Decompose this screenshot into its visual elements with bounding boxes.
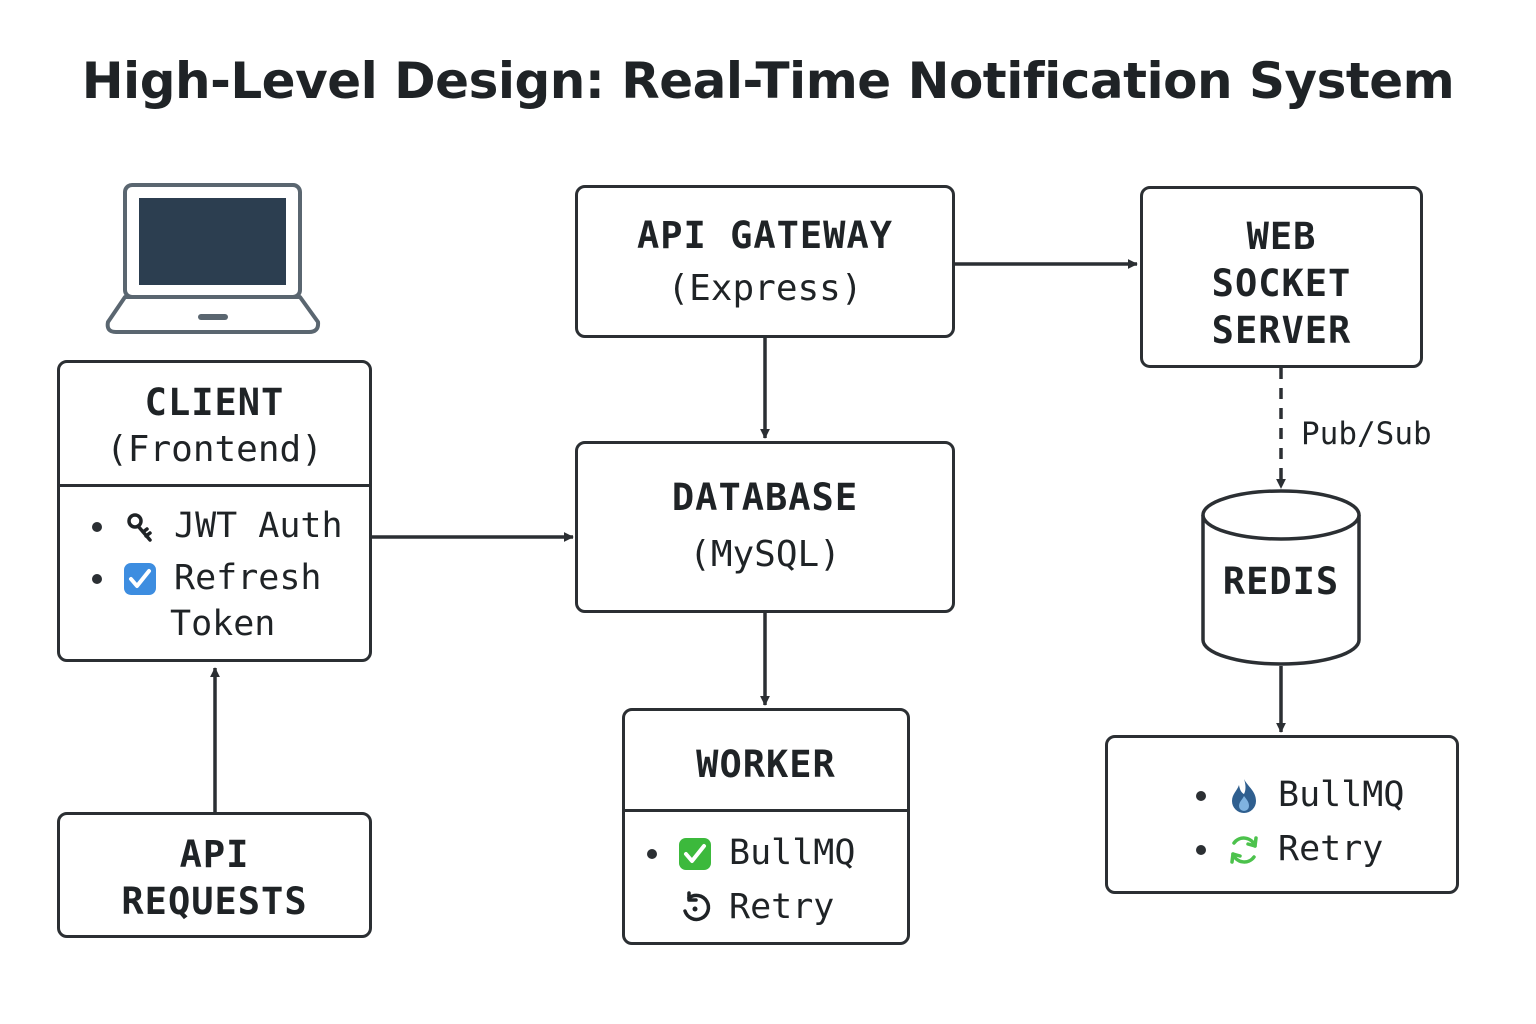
retry-icon bbox=[677, 890, 713, 926]
refresh-icon bbox=[1226, 832, 1262, 868]
bullet bbox=[1196, 790, 1206, 801]
api-gateway-box: API GATEWAY (Express) bbox=[575, 185, 955, 338]
client-box: CLIENT (Frontend) JWT Auth Refresh bbox=[57, 360, 372, 662]
client-item-label: JWT Auth bbox=[174, 506, 343, 546]
key-icon bbox=[122, 509, 158, 545]
database-box: DATABASE (MySQL) bbox=[575, 441, 955, 613]
client-subheading: (Frontend) bbox=[106, 429, 323, 470]
worker-box: WORKER BullMQ Retry bbox=[622, 708, 910, 945]
api-requests-line2: REQUESTS bbox=[121, 880, 308, 923]
client-item-label-cont: Token bbox=[170, 604, 276, 644]
pubsub-label: Pub/Sub bbox=[1301, 416, 1432, 452]
queue-item-label: BullMQ bbox=[1278, 775, 1405, 815]
redis-cylinder bbox=[1201, 489, 1361, 666]
database-heading: DATABASE bbox=[671, 476, 859, 519]
database-header: DATABASE (MySQL) bbox=[578, 474, 952, 578]
database-subheading: (MySQL) bbox=[689, 534, 841, 575]
worker-item-label: BullMQ bbox=[729, 833, 856, 873]
api-gateway-header: API GATEWAY (Express) bbox=[578, 212, 952, 312]
client-heading: CLIENT bbox=[144, 381, 285, 424]
api-gateway-subheading: (Express) bbox=[667, 268, 863, 309]
worker-item-label: Retry bbox=[729, 887, 835, 927]
websocket-line1: WEB bbox=[1246, 215, 1317, 258]
websocket-header: WEB SOCKET SERVER bbox=[1143, 213, 1420, 354]
queue-item-label: Retry bbox=[1278, 829, 1384, 869]
redis-label: REDIS bbox=[1222, 560, 1340, 603]
laptop-icon bbox=[105, 183, 321, 334]
bullet bbox=[92, 521, 102, 532]
client-item-jwt: JWT Auth bbox=[92, 504, 343, 549]
api-requests-box: API REQUESTS bbox=[57, 812, 372, 938]
api-requests-line1: API bbox=[179, 833, 250, 876]
flame-icon bbox=[1226, 778, 1262, 814]
api-gateway-heading: API GATEWAY bbox=[636, 214, 894, 257]
websocket-line2: SOCKET bbox=[1211, 262, 1352, 305]
worker-heading: WORKER bbox=[696, 743, 836, 786]
checkmark-icon bbox=[677, 836, 713, 872]
client-item-label: Refresh bbox=[174, 558, 322, 598]
queue-item-retry: Retry bbox=[1196, 827, 1383, 872]
queue-box: BullMQ Retry bbox=[1105, 735, 1459, 894]
client-divider bbox=[60, 484, 369, 487]
client-header: CLIENT (Frontend) bbox=[60, 379, 369, 473]
worker-divider bbox=[625, 809, 907, 812]
worker-item-retry: Retry bbox=[677, 885, 834, 930]
websocket-server-box: WEB SOCKET SERVER bbox=[1140, 186, 1423, 368]
queue-item-bullmq: BullMQ bbox=[1196, 773, 1404, 818]
bullet bbox=[1196, 844, 1206, 855]
bullet bbox=[647, 848, 657, 859]
websocket-line3: SERVER bbox=[1211, 309, 1352, 352]
api-requests-header: API REQUESTS bbox=[60, 831, 369, 925]
client-item-refresh-cont: Token bbox=[170, 602, 275, 647]
worker-header: WORKER bbox=[625, 741, 907, 788]
worker-item-bullmq: BullMQ bbox=[647, 831, 855, 876]
bullet bbox=[92, 573, 102, 584]
client-item-refresh: Refresh bbox=[92, 556, 322, 601]
checkbox-icon bbox=[122, 561, 158, 597]
page-title: High-Level Design: Real-Time Notificatio… bbox=[81, 52, 1455, 110]
